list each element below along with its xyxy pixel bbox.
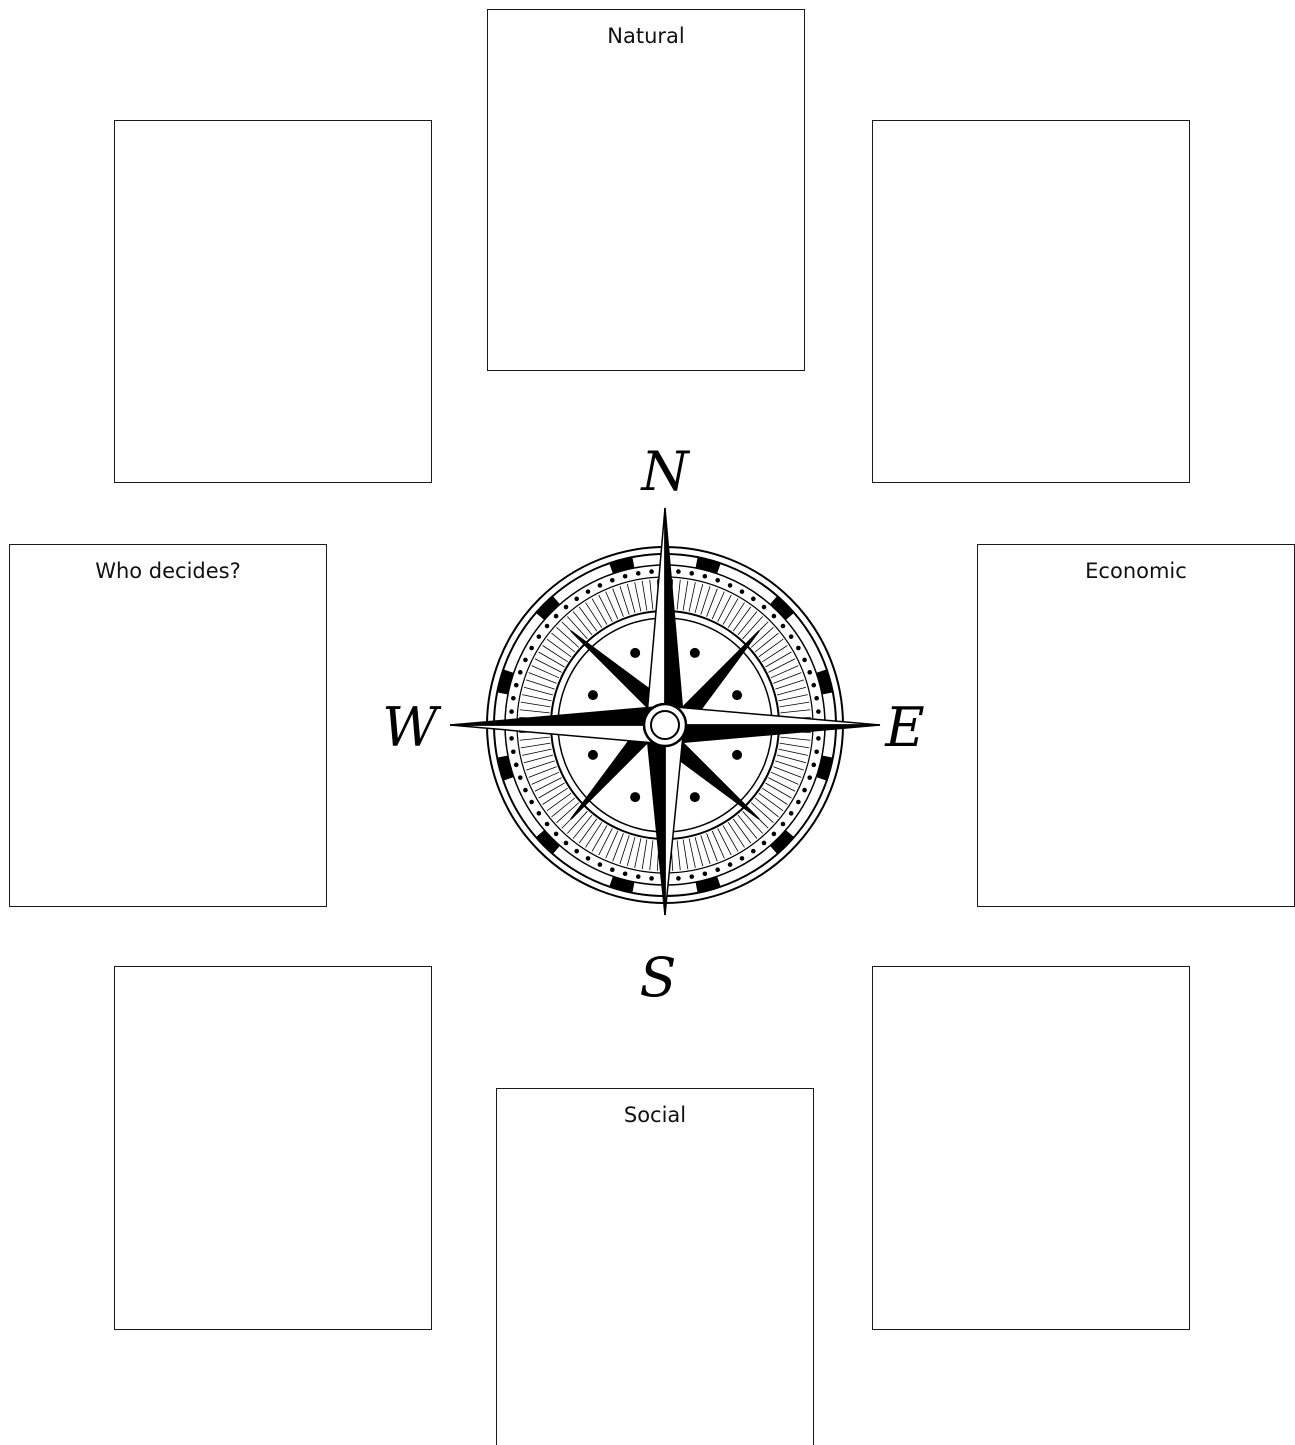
compass-rose-icon: N E S W xyxy=(360,430,960,1010)
economic-box: Economic xyxy=(977,544,1295,907)
compass-west-label: W xyxy=(382,696,442,759)
who-decides-box: Who decides? xyxy=(9,544,327,907)
southeast-box xyxy=(872,966,1190,1330)
social-label: Social xyxy=(497,1103,813,1127)
compass-east-label: E xyxy=(884,696,924,759)
northeast-box xyxy=(872,120,1190,483)
northwest-box xyxy=(114,120,432,483)
economic-label: Economic xyxy=(978,559,1294,583)
natural-box: Natural xyxy=(487,9,805,371)
compass-south-label: S xyxy=(640,946,677,1009)
natural-label: Natural xyxy=(488,24,804,48)
who-decides-label: Who decides? xyxy=(10,559,326,583)
compass-north-label: N xyxy=(639,440,690,503)
social-box: Social xyxy=(496,1088,814,1445)
southwest-box xyxy=(114,966,432,1330)
